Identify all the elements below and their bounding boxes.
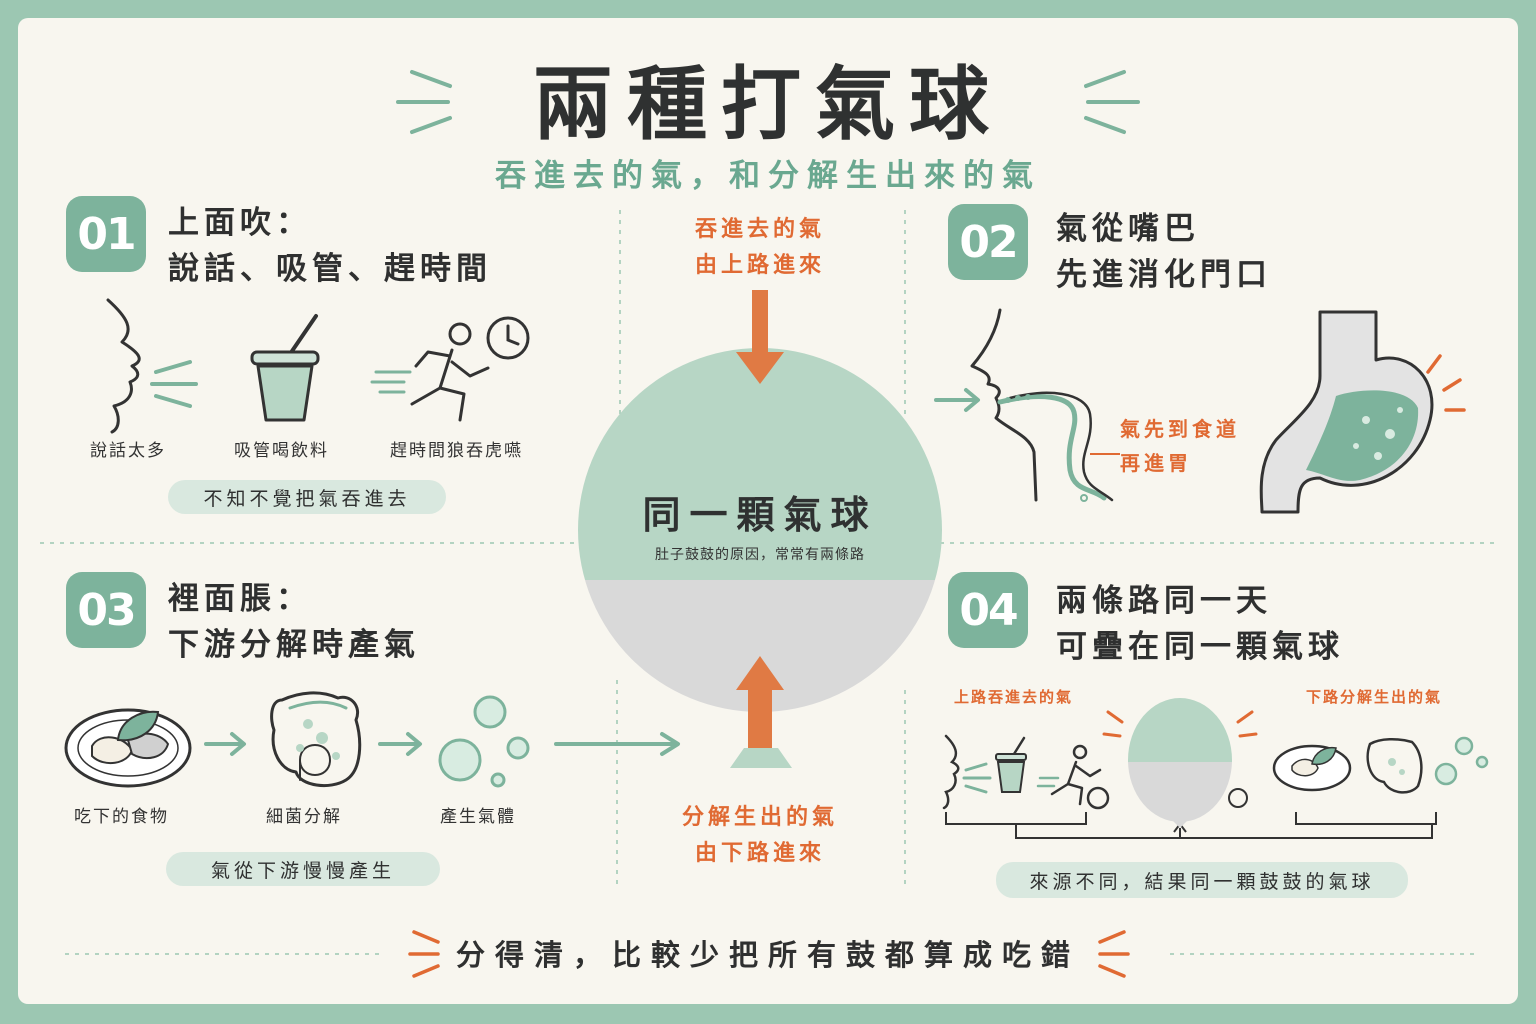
bottom-route-text: 分解生出的氣 由下路進來 [650,800,870,872]
title-burst-right-icon [1084,70,1140,134]
section-badge-03: 03 [66,572,146,648]
item-label: 細菌分解 [266,807,342,827]
air-in-arrow-icon [934,388,980,412]
section-01-heading: 上面吹： 說話、吸管、趕時間 [168,200,492,292]
section-01-pill: 不知不覺把氣吞進去 [168,480,446,514]
drink-cup-icon [250,314,320,422]
running-man-icon [410,322,490,422]
balloon-title: 同一顆氣球 [642,493,878,537]
lower-route-label: 下路分解生出的氣 [1306,688,1443,706]
intestine-icon [270,691,362,788]
esophagus-icon [997,391,1114,502]
mini-intestine-icon [1366,738,1423,794]
section-01-heading-line1: 上面吹： [168,205,312,241]
title-burst-left-icon [396,70,452,134]
footer-burst-right-icon [1098,930,1130,978]
section-01-heading-line2: 說話、吸管、趕時間 [168,251,492,287]
item-label: 說話太多 [90,441,166,461]
section-04-heading-line2: 可疊在同一顆氣球 [1056,629,1344,665]
flow-arrows-icon [204,732,680,756]
stomach-burst-icon [1426,354,1466,412]
clock-icon [486,316,530,360]
section-03-heading-line2: 下游分解時產氣 [168,627,420,663]
mini-lines-icon [962,762,992,794]
footer-burst-left-icon [408,930,440,978]
bubbles-icon [438,695,530,788]
section-badge-04: 04 [948,572,1028,648]
top-route-line2: 由上路進來 [694,253,825,278]
arrow-up-icon [730,656,792,768]
page-title: 兩種打氣球 [533,58,1003,151]
top-route-line1: 吞進去的氣 [694,217,825,242]
mini-plate-icon [1272,744,1352,792]
mini-runner-icon [1036,744,1110,810]
item-label: 吸管喝飲料 [234,441,329,461]
upper-route-label: 上路吞進去的氣 [954,688,1074,706]
section-02-heading-line2: 先進消化門口 [1056,257,1272,293]
page-subtitle: 吞進去的氣，和分解生出來的氣 [495,158,1041,194]
balloon-caption: 肚子鼓鼓的原因，常常有兩條路 [655,547,865,563]
dividers [40,210,1500,955]
section-03-pill: 氣從下游慢慢產生 [166,852,440,886]
esophagus-note-line1: 氣先到食道 [1120,417,1240,441]
esophagus-note-line2: 再進胃 [1120,451,1192,475]
item-label: 趕時間狼吞虎嚥 [390,441,523,461]
bottom-route-line2: 由下路進來 [694,841,825,866]
item-label: 產生氣體 [440,807,516,827]
bracket-icon [945,812,1437,839]
section-04-heading: 兩條路同一天 可疊在同一顆氣球 [1056,578,1344,670]
face-profile-icon [970,308,1038,502]
footer-text: 分得清，比較少把所有鼓都算成吃錯 [455,938,1080,972]
item-label: 吃下的食物 [74,807,169,827]
mini-face-icon [942,734,960,810]
mini-burst-icon [1102,710,1258,738]
section-badge-01: 01 [66,196,146,272]
section-04-pill: 來源不同，結果同一顆鼓鼓的氣球 [996,862,1408,898]
section-03-heading-line1: 裡面脹： [168,581,312,617]
esophagus-note: 氣先到食道 再進胃 [1120,412,1240,480]
section-04-heading-line1: 兩條路同一天 [1056,583,1272,619]
section-badge-02: 02 [948,204,1028,280]
bottom-route-line1: 分解生出的氣 [681,805,838,830]
mini-balloon-icon [1128,698,1248,828]
stomach-icon [1259,310,1434,514]
mini-cup-icon [995,736,1027,793]
section-02-heading-line1: 氣從嘴巴 [1056,211,1200,247]
section-02-heading: 氣從嘴巴 先進消化門口 [1056,206,1272,298]
food-plate-icon [64,708,192,788]
mini-bubbles-icon [1434,736,1489,786]
arrow-down-icon [736,290,784,384]
section-03-heading: 裡面脹： 下游分解時產氣 [168,576,420,668]
speech-lines-icon [150,360,198,408]
top-route-text: 吞進去的氣 由上路進來 [660,212,860,284]
motion-lines-icon [370,370,412,394]
talking-face-icon [106,298,141,434]
